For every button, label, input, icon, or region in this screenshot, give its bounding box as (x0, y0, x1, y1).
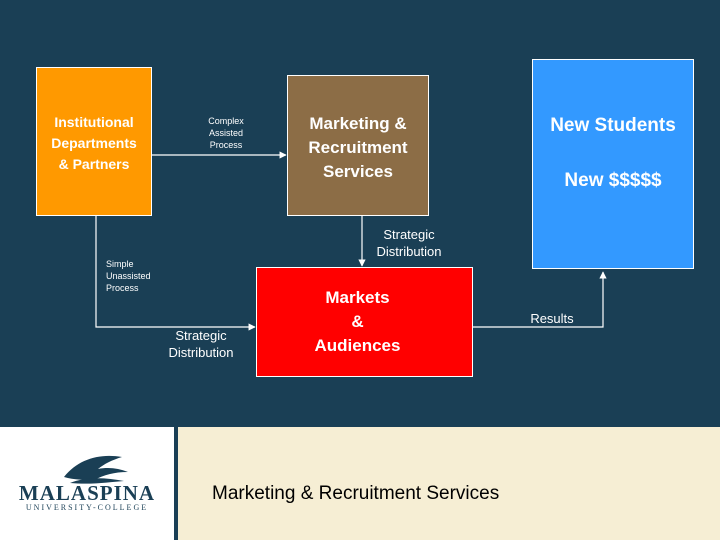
strategic-top-line: Distribution (376, 244, 442, 259)
new-students-box: New Students New $$$$$ (532, 59, 694, 269)
logo-name: MALASPINA (18, 481, 156, 505)
results-label: Results (530, 311, 574, 326)
markets-box: Markets & Audiences (256, 267, 473, 377)
simple-label-line: Unassisted (106, 271, 151, 281)
strategic-bottom-line: Strategic (175, 328, 227, 343)
complex-label-line: Assisted (208, 128, 243, 138)
markets-line: Audiences (314, 336, 401, 355)
institutional-line: Departments (51, 135, 137, 151)
strategic-top-label: Strategic Distribution (369, 226, 449, 260)
markets-line: & (351, 312, 364, 331)
simple-label-line: Process (106, 283, 139, 293)
marketing-services-box: Marketing & Recruitment Services (287, 75, 429, 216)
strategic-bottom-label: Strategic Distribution (161, 327, 241, 361)
marketing-services-line: Recruitment (308, 138, 408, 157)
markets-line: Markets (325, 288, 390, 307)
simple-label: Simple Unassisted Process (106, 258, 176, 294)
institutional-box: Institutional Departments & Partners (36, 67, 152, 216)
logo-subtitle: UNIVERSITY-COLLEGE (25, 503, 149, 512)
marketing-services-line: Marketing & (309, 114, 407, 133)
complex-label: Complex Assisted Process (186, 115, 266, 151)
bird-logo-icon (64, 455, 128, 484)
institutional-line: Institutional (54, 114, 134, 130)
footer-title-panel: Marketing & Recruitment Services (178, 427, 720, 540)
strategic-bottom-line: Distribution (168, 345, 234, 360)
complex-label-line: Complex (208, 116, 244, 126)
strategic-top-line: Strategic (383, 227, 435, 242)
new-students-money: New $$$$$ (564, 170, 662, 191)
footer-logo-panel: MALASPINA UNIVERSITY-COLLEGE (0, 427, 174, 540)
new-students-title: New Students (550, 115, 676, 136)
marketing-services-line: Services (323, 162, 393, 181)
complex-label-line: Process (209, 140, 243, 150)
results-arrow (473, 271, 607, 328)
simple-arrow (95, 216, 256, 331)
footer-title: Marketing & Recruitment Services (212, 483, 500, 504)
simple-label-line: Simple (106, 259, 134, 269)
institutional-line: & Partners (58, 156, 130, 172)
